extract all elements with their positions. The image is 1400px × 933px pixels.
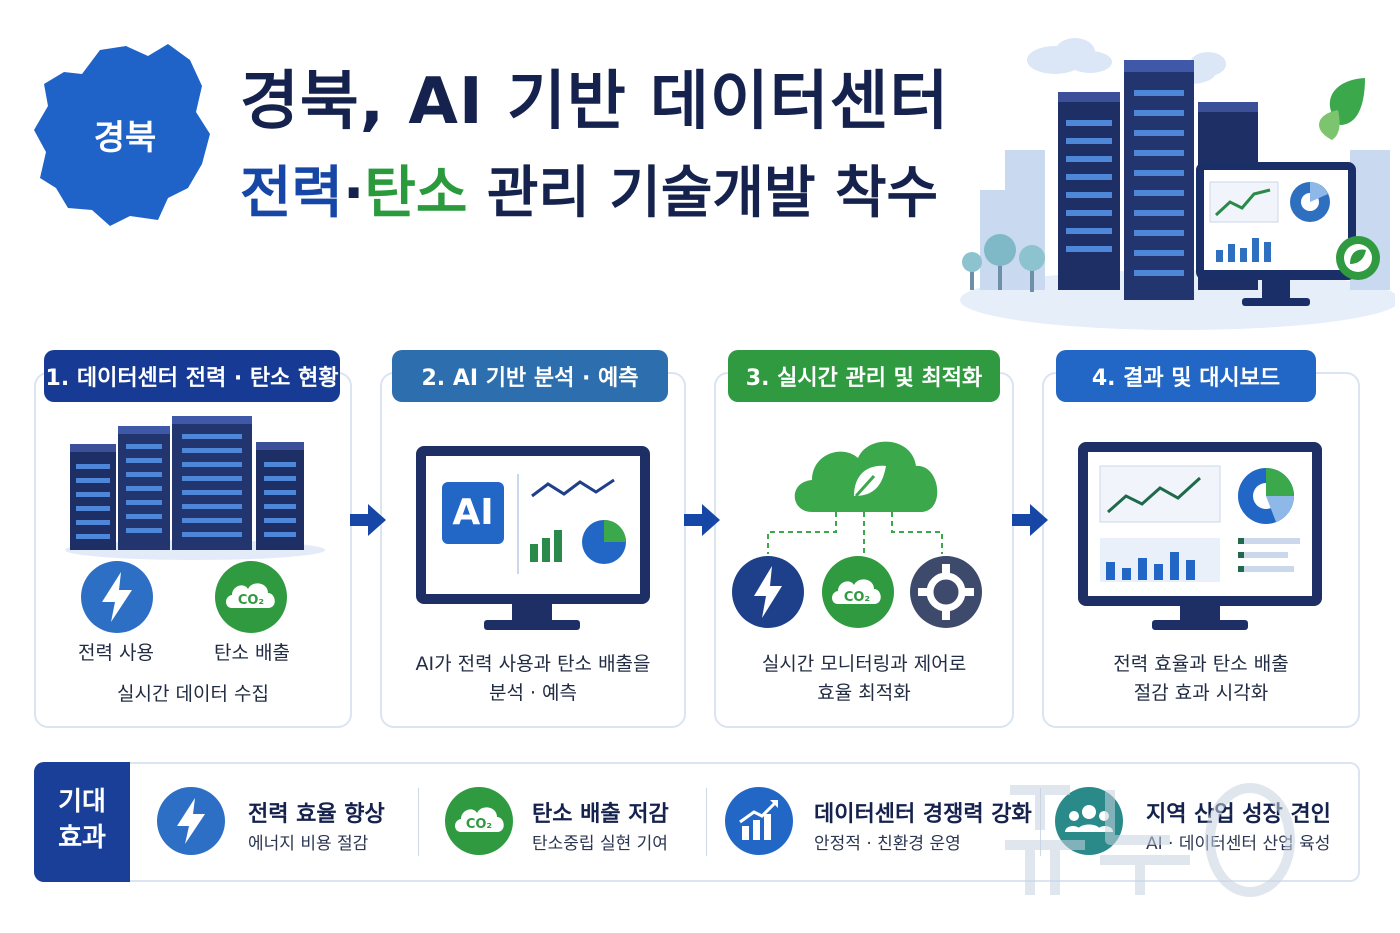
benefit-3-subtitle: 안정적 · 친환경 운영: [814, 834, 961, 854]
server-racks-icon: [65, 416, 325, 560]
subtitle-dot: ·: [343, 161, 365, 226]
step-1-header: 1. 데이터센터 전력 · 탄소 현황: [44, 350, 340, 402]
step-4-header: 4. 결과 및 대시보드: [1056, 350, 1316, 402]
co2-text: CO₂: [238, 593, 264, 608]
co2-cloud-icon: CO₂: [215, 561, 287, 633]
news1-watermark-logo: [1005, 783, 1295, 897]
expected-effects-tag: 기대 효과: [34, 762, 130, 882]
step-3-header: 3. 실시간 관리 및 최적화: [728, 350, 1000, 402]
step-2-description: AI가 전력 사용과 탄소 배출을 분석 · 예측: [380, 650, 686, 708]
page-title: 경북, AI 기반 데이터센터: [240, 65, 950, 139]
co2-text-step3: CO₂: [844, 590, 870, 605]
benefit-3-title: 데이터센터 경쟁력 강화: [814, 802, 1032, 827]
subtitle-rest: 관리 기술개발 착수: [486, 161, 939, 226]
cloud-optimization-icon: CO₂: [732, 441, 982, 628]
arrow-right-icon: [684, 504, 720, 536]
benefit-2-title: 탄소 배출 저감: [532, 802, 669, 827]
lightning-icon: [81, 561, 153, 633]
step-4-desc-line-2: 절감 효과 시각화: [1133, 682, 1269, 704]
divider: [418, 788, 419, 856]
gyeongbuk-map-icon: [34, 44, 210, 226]
step-4-desc-line-1: 전력 효율과 탄소 배출: [1113, 653, 1289, 675]
co2-cloud-icon: CO₂: [445, 787, 513, 855]
step-4-description: 전력 효율과 탄소 배출 절감 효과 시각화: [1042, 650, 1360, 708]
tag-line-2: 효과: [58, 823, 106, 853]
benefit-2-subtitle: 탄소중립 실현 기여: [532, 834, 668, 854]
ai-analysis-monitor-icon: [416, 446, 650, 630]
benefit-4-title: 지역 산업 성장 견인: [1146, 802, 1331, 827]
benefit-4-subtitle: AI · 데이터센터 산업 육성: [1146, 834, 1331, 854]
ai-badge: AI: [452, 492, 494, 533]
dashboard-monitor-icon: [1078, 442, 1322, 630]
step-2-desc-line-2: 분석 · 예측: [488, 682, 578, 704]
carbon-emission-label: 탄소 배출: [214, 642, 290, 664]
benefit-1-subtitle: 에너지 비용 절감: [248, 834, 369, 854]
datacenter-hero-illustration: [960, 38, 1395, 330]
region-label: 경북: [93, 118, 157, 158]
subtitle-carbon: 탄소: [364, 161, 468, 226]
tag-line-1: 기대: [58, 787, 106, 817]
step-1-description: 실시간 데이터 수집: [117, 683, 269, 705]
co2-text-benefit: CO₂: [466, 817, 492, 832]
growth-chart-icon: [725, 787, 793, 855]
power-usage-label: 전력 사용: [78, 642, 154, 664]
step-2-header: 2. AI 기반 분석 · 예측: [392, 350, 668, 402]
subtitle-power: 전력: [240, 161, 344, 226]
step-2-desc-line-1: AI가 전력 사용과 탄소 배출을: [415, 653, 651, 675]
lightning-icon: [157, 787, 225, 855]
divider: [706, 788, 707, 856]
arrow-right-icon: [1012, 504, 1048, 536]
page-subtitle: 전력·탄소 관리 기술개발 착수: [240, 148, 938, 229]
arrow-right-icon: [350, 504, 386, 536]
step-3-desc-line-2: 효율 최적화: [817, 682, 911, 704]
step-3-desc-line-1: 실시간 모니터링과 제어로: [761, 653, 967, 675]
step-3-description: 실시간 모니터링과 제어로 효율 최적화: [714, 650, 1014, 708]
benefit-1-title: 전력 효율 향상: [248, 802, 385, 827]
